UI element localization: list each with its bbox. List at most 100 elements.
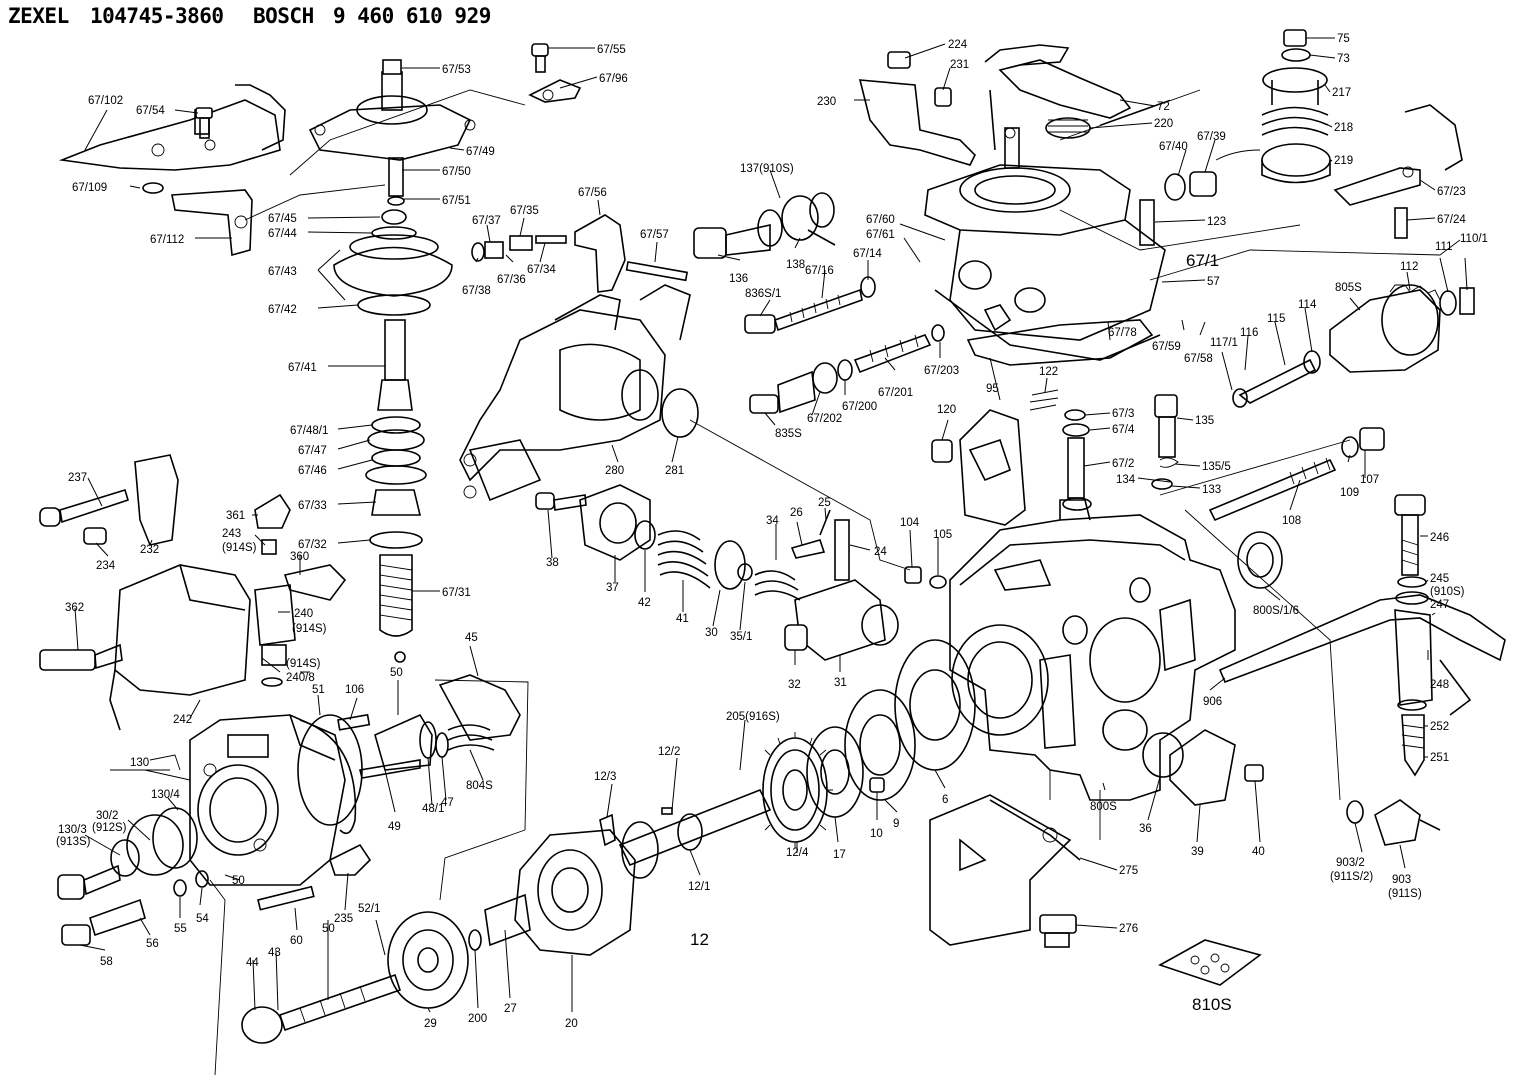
label-67-60: 67/60 — [866, 214, 895, 226]
label-67-53: 67/53 — [442, 64, 471, 76]
label-27: 27 — [504, 1003, 517, 1015]
label-67-51: 67/51 — [442, 195, 471, 207]
label-30-2: 30/2 — [96, 810, 118, 822]
leader-link-10 — [110, 754, 181, 771]
label-26: 26 — [790, 507, 803, 519]
label-67-34: 67/34 — [527, 264, 556, 276]
cam-plate-6 — [806, 639, 976, 818]
label-67-200: 67/200 — [842, 401, 877, 413]
screw-231 — [934, 87, 952, 107]
label-67-50: 67/50 — [442, 166, 471, 178]
label-73: 73 — [1337, 53, 1350, 65]
label-281: 281 — [665, 465, 684, 477]
label-108: 108 — [1282, 515, 1301, 527]
label-106: 106 — [345, 684, 364, 696]
label-67-45: 67/45 — [268, 213, 297, 225]
label-6: 6 — [942, 794, 948, 806]
label-361: 361 — [226, 510, 245, 522]
leader-link-12 — [439, 829, 526, 901]
connector-361 — [254, 493, 347, 601]
lever-67-56 — [574, 214, 689, 293]
label-110-1: 110/1 — [1460, 233, 1488, 245]
label-220: 220 — [1154, 118, 1173, 130]
solenoid-240 — [254, 584, 296, 687]
label-45: 45 — [465, 632, 478, 644]
label-17: 17 — [833, 849, 846, 861]
label-246: 246 — [1430, 532, 1449, 544]
label-276: 276 — [1119, 923, 1138, 935]
label-133: 133 — [1202, 484, 1221, 496]
label-37: 37 — [606, 582, 619, 594]
bolt-224 — [887, 51, 911, 69]
leader-link-8 — [1059, 89, 1201, 141]
sleeve-49-804s — [359, 674, 521, 779]
label-135-5: 135/5 — [1202, 461, 1231, 473]
diaphragm-cover-67-49 — [308, 59, 476, 161]
label-67-1: 67/1 — [1186, 251, 1219, 270]
label-12: 12 — [690, 930, 709, 949]
fitting-136-138 — [693, 192, 836, 259]
label-109: 109 — [1340, 487, 1359, 499]
label-912s: (912S) — [92, 822, 127, 834]
label-235: 235 — [334, 913, 353, 925]
label-72: 72 — [1157, 101, 1170, 113]
label-835s: 835S — [775, 428, 802, 440]
bolt-123 — [1139, 199, 1155, 246]
cover-242 — [39, 564, 251, 731]
label-123: 123 — [1207, 216, 1226, 228]
label-25: 25 — [818, 497, 831, 509]
zexel-part-number: 104745-3860 — [90, 4, 224, 28]
lever-67-23 — [1333, 104, 1463, 239]
valve-67-2 — [1062, 409, 1092, 511]
bracket-275 — [929, 794, 1081, 948]
part-drawings — [39, 29, 1506, 1076]
label-360: 360 — [290, 551, 309, 563]
plug-32 — [784, 624, 808, 651]
bracket-67-112 — [142, 182, 253, 257]
label-38: 38 — [546, 557, 559, 569]
sleeve-31 — [790, 509, 899, 661]
label-50-top: 50 — [390, 667, 403, 679]
bolt-234 — [83, 527, 107, 545]
valve-135 — [1151, 394, 1179, 490]
label-224: 224 — [948, 39, 968, 51]
label-67-14: 67/14 — [853, 248, 882, 260]
plate-810s — [1158, 939, 1262, 986]
label-105: 105 — [933, 529, 952, 541]
leader-link-1 — [289, 89, 526, 176]
label-911s-b: (911S) — [1388, 888, 1422, 900]
screw-67-201 — [749, 324, 945, 414]
label-914s-b: (914S) — [292, 623, 327, 635]
label-12-3: 12/3 — [594, 771, 616, 783]
label-52-1: 52/1 — [358, 903, 380, 915]
label-43: 43 — [268, 947, 281, 959]
plate-29 — [387, 911, 469, 1009]
label-24: 24 — [874, 546, 887, 558]
hydraulic-head — [189, 714, 357, 886]
label-67-112: 67/112 — [150, 234, 184, 246]
bracket-232 — [134, 454, 179, 546]
gasket-67-78 — [966, 319, 1154, 366]
bolt-237 — [39, 488, 129, 527]
leader-link-3 — [689, 419, 911, 571]
label-9: 9 — [893, 818, 899, 830]
label-237: 237 — [68, 472, 87, 484]
fitting-130 — [57, 807, 198, 900]
label-205: 205(916S) — [726, 711, 780, 723]
label-914s-a: (914S) — [222, 542, 257, 554]
label-31: 31 — [834, 677, 847, 689]
label-243: 243 — [222, 528, 241, 540]
bolt-120 — [931, 439, 953, 463]
label-67-33: 67/33 — [298, 500, 327, 512]
label-230: 230 — [817, 96, 836, 108]
label-55: 55 — [174, 923, 187, 935]
label-810s: 810S — [1192, 995, 1232, 1014]
label-116: 116 — [1240, 327, 1258, 339]
leader-link-9 — [1049, 770, 1101, 840]
housing-280 — [459, 284, 691, 502]
label-804s: 804S — [466, 780, 493, 792]
label-95: 95 — [986, 383, 999, 395]
seal-800s-1-6 — [1237, 531, 1283, 589]
label-67-24: 67/24 — [1437, 214, 1466, 226]
label-54: 54 — [196, 913, 209, 925]
